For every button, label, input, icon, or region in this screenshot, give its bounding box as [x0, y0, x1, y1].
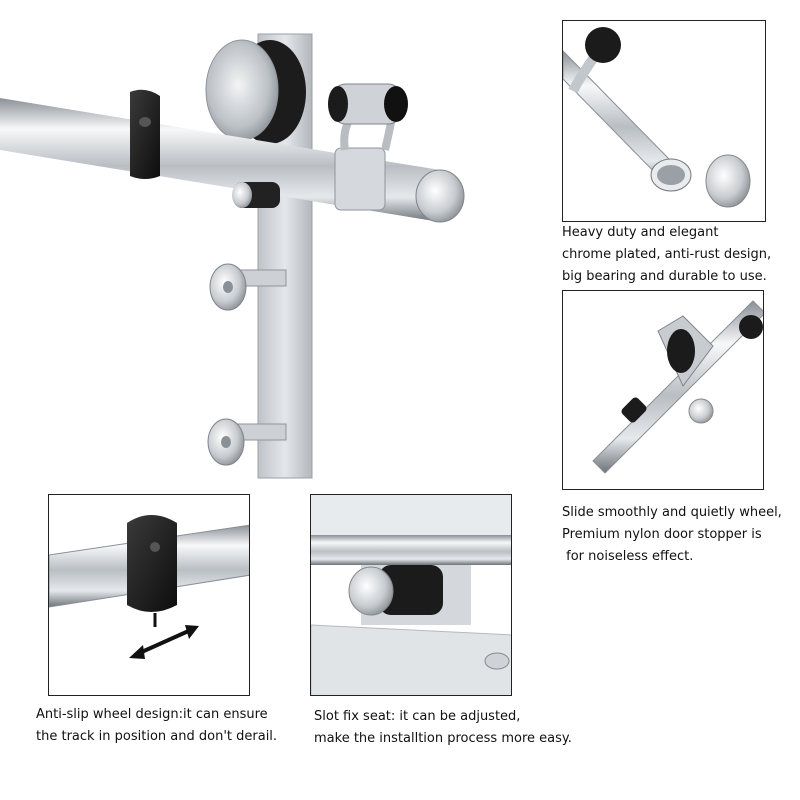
slot-seat-svg: [311, 495, 511, 695]
detail-frame-anti-slip: [48, 494, 250, 696]
strap-bolt-lower: [207, 418, 287, 466]
rail-clamp: [334, 147, 386, 211]
main-hardware-svg: [0, 33, 465, 479]
rail-tube: [0, 98, 440, 222]
caption-mid-right: Slide smoothly and quietly wheel, Premiu…: [562, 502, 782, 568]
double-arrow-icon: [129, 625, 199, 659]
caption-line: big bearing and durable to use.: [562, 269, 767, 284]
caption-line: Slot fix seat: it can be adjusted,: [314, 709, 521, 724]
caption-line: the track in position and don't derail.: [36, 729, 278, 744]
caption-line: Anti-slip wheel design:it can ensure: [36, 707, 268, 722]
wheel-stopper-svg: [592, 300, 763, 474]
caption-line: make the installtion process more easy.: [314, 731, 572, 746]
caption-line: for noiseless effect.: [562, 549, 694, 564]
detail-frame-slot-seat: [310, 494, 512, 696]
caption-bottom-middle: Slot fix seat: it can be adjusted, make …: [314, 706, 572, 750]
caption-line: Premium nylon door stopper is: [562, 527, 762, 542]
caption-line: Heavy duty and elegant: [562, 225, 719, 240]
strap-bolt-upper: [209, 263, 287, 311]
rail-end-cap: [415, 169, 465, 223]
detail-frame-wheel-stopper: [562, 290, 764, 490]
anti-slip-svg: [49, 515, 249, 659]
wheel-disc: [205, 39, 279, 141]
detail-frame-rail-end: [562, 20, 766, 222]
caption-top-right: Heavy duty and elegant chrome plated, an…: [562, 222, 771, 288]
anti-jump-block: [130, 89, 160, 179]
rail-end-svg: [563, 27, 751, 208]
main-hardware-illustration: [0, 0, 480, 490]
caption-line: Slide smoothly and quietly wheel,: [562, 505, 782, 520]
caption-line: chrome plated, anti-rust design,: [562, 247, 772, 262]
caption-bottom-left: Anti-slip wheel design:it can ensure the…: [36, 704, 277, 748]
